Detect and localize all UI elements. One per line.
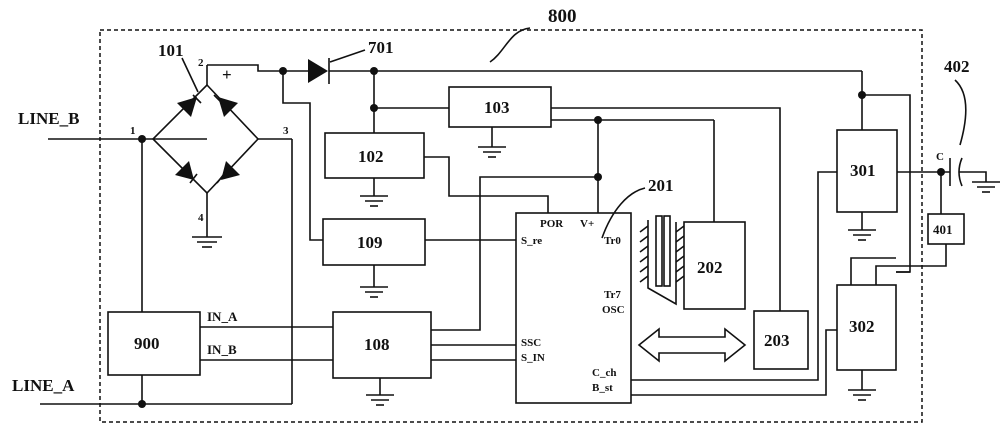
diode-701-label: 701 (368, 38, 394, 57)
chip-pin-tr0: Tr0 (604, 235, 621, 247)
block-102 (324, 132, 425, 179)
bridge-plus-sign: + (222, 65, 232, 84)
ground-109 (360, 286, 388, 298)
diode-701 (308, 58, 330, 84)
bridge-pin-2: 2 (198, 57, 204, 69)
chip-pin-s-re: S_re (521, 235, 542, 247)
chip-pin-tr7: Tr7 (604, 289, 621, 301)
capacitor-402 (949, 157, 1000, 193)
chip-pin-vplus: V+ (580, 218, 594, 230)
ground-bridge (192, 236, 222, 248)
block-103 (448, 86, 552, 128)
block-109-label: 109 (357, 233, 383, 252)
ground-103 (478, 146, 506, 158)
cap-402-label: 402 (944, 57, 970, 76)
block-102-label: 102 (358, 147, 384, 166)
ground-301 (848, 229, 876, 241)
node-c-label: C (936, 151, 944, 163)
chip-pin-b-st: B_st (592, 382, 613, 394)
in-b-label: IN_B (207, 342, 237, 357)
module-800-label: 800 (548, 6, 577, 27)
in-a-label: IN_A (207, 309, 238, 324)
block-900 (107, 311, 201, 376)
chip-pin-s-in: S_IN (521, 352, 545, 364)
block-900-label: 900 (134, 334, 160, 353)
ground-302 (848, 389, 876, 401)
block-203-label: 203 (764, 331, 790, 350)
block-108 (332, 311, 432, 379)
antenna-coil (639, 215, 685, 306)
block-301-label: 301 (850, 161, 876, 180)
block-108-label: 108 (364, 335, 390, 354)
block-109 (322, 218, 426, 266)
line-a-label: LINE_A (12, 376, 75, 395)
chip-201-label: 201 (648, 176, 674, 195)
chip-pin-ssc: SSC (521, 337, 541, 349)
module-800-boundary (99, 29, 923, 423)
line-b-label: LINE_B (18, 109, 79, 128)
block-202 (683, 221, 746, 310)
chip-201 (515, 212, 632, 404)
ground-108 (366, 394, 394, 406)
block-202-label: 202 (697, 258, 723, 277)
block-401 (927, 213, 965, 245)
ground-102 (360, 195, 388, 207)
chip-pin-c-ch: C_ch (592, 367, 616, 379)
chip-pin-por: POR (540, 218, 564, 230)
block-302 (836, 284, 897, 371)
block-203 (753, 310, 809, 370)
block-301 (836, 129, 898, 213)
module-800-leader (489, 27, 531, 63)
block-401-label: 401 (933, 222, 953, 237)
chip-pin-osc: OSC (602, 304, 625, 316)
double-arrow (637, 327, 747, 363)
block-103-label: 103 (484, 98, 510, 117)
bridge-pin-4: 4 (198, 212, 204, 224)
block-302-label: 302 (849, 317, 875, 336)
bridge-pin-3: 3 (283, 125, 289, 137)
bridge-101-label: 101 (158, 41, 184, 60)
bridge-101-leader (181, 57, 199, 93)
bridge-pin-1: 1 (130, 125, 136, 137)
